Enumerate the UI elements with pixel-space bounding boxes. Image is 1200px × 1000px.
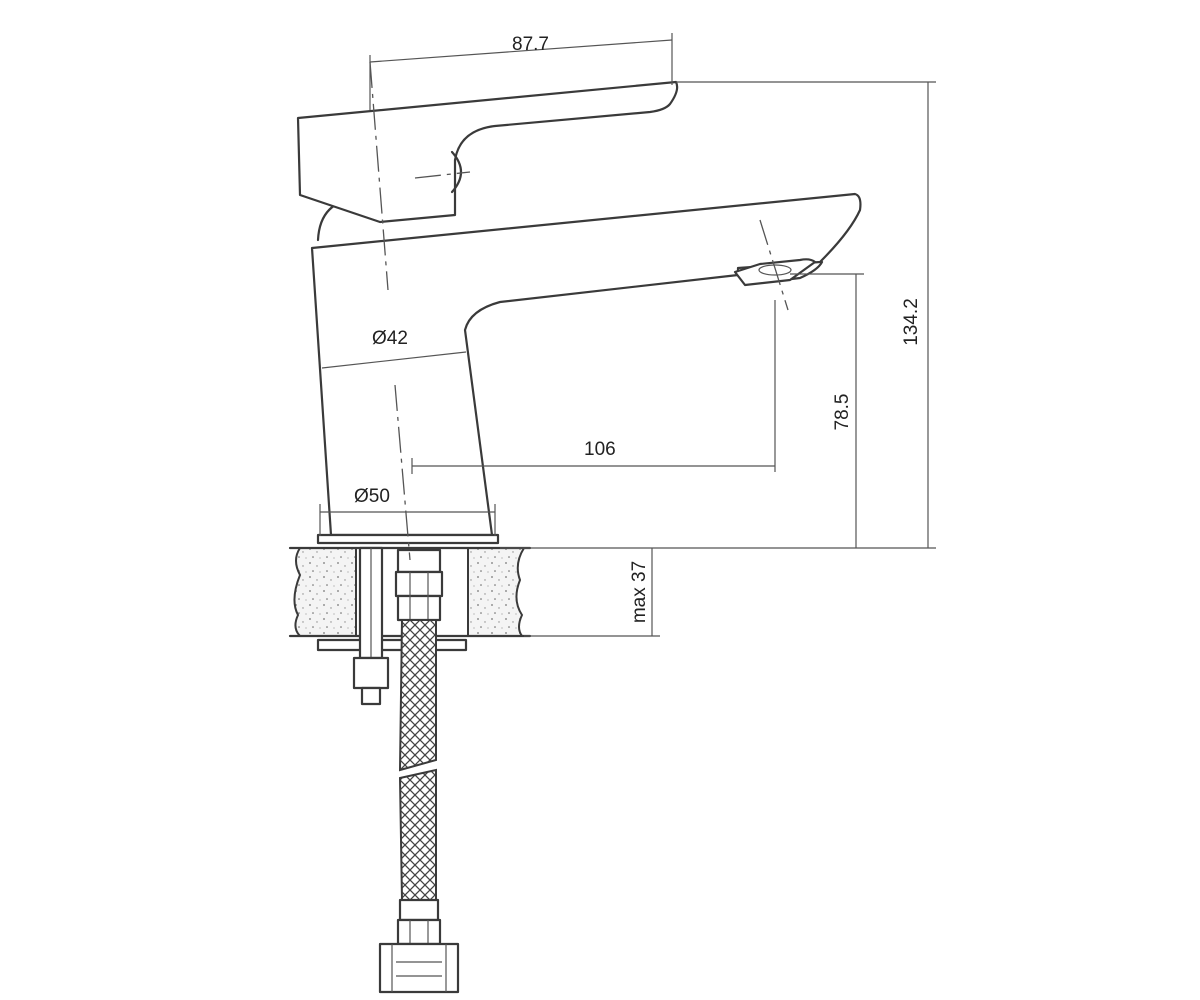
hose-connector-upper [394, 548, 444, 622]
hose-connector-lower [378, 898, 460, 994]
dim-label-handle-length: 87.7 [512, 34, 549, 55]
countertop-section [288, 546, 532, 652]
mounting-stud [352, 546, 390, 706]
dim-label-max-countertop: max 37 [629, 561, 650, 623]
dim-label-base-diameter: Ø50 [354, 486, 390, 507]
dim-label-body-diameter: Ø42 [372, 328, 408, 349]
center-lines [369, 61, 789, 561]
dimension-lines [319, 33, 936, 637]
hose-nut [378, 942, 460, 994]
dim-label-total-height: 134.2 [901, 298, 922, 346]
aerator [733, 258, 817, 287]
braided-hose [398, 619, 437, 901]
dim-label-spout-height: 78.5 [832, 394, 853, 431]
faucet-body [310, 192, 862, 537]
handle-lever [296, 80, 679, 224]
mounting-washer [316, 638, 468, 652]
dim-label-spout-reach: 106 [584, 439, 616, 460]
dimension-labels: 87.7 Ø42 106 Ø50 134.2 78.5 max 37 [354, 34, 922, 623]
